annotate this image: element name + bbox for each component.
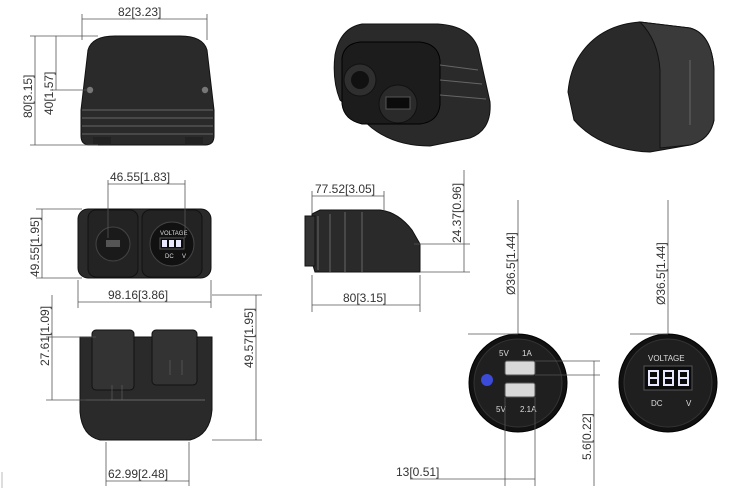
usb-5v-bottom-label: 5V — [496, 405, 506, 414]
dim-bottom-right-height: 49.57[1.95] — [242, 308, 256, 368]
usb-1a-label: 1A — [522, 349, 532, 358]
usb-charger-face: 5V 1A 5V 2.1A Ø36.5[1.44] 5.6[0.22] 13[0… — [396, 200, 600, 486]
front-voltage-label: VOLTAGE — [160, 231, 187, 237]
voltmeter-voltage-label: VOLTAGE — [648, 354, 685, 363]
voltmeter-face: VOLTAGE DC V Ø36.5[1.44] — [618, 200, 718, 433]
bottom-tab — [185, 137, 203, 145]
front-dc-label: DC — [165, 254, 174, 260]
screw-icon — [86, 86, 94, 94]
bottom-view: 27.61[1.09] 49.57[1.95] 62.99[2.48] — [38, 294, 262, 486]
dim-bottom-left-height: 27.61[1.09] — [38, 306, 52, 366]
usb-port-icon — [106, 240, 120, 247]
dim-voltmeter-diameter: Ø36.5[1.44] — [654, 242, 668, 305]
dim-top-width: 82[3.23] — [118, 5, 161, 19]
usb-port-icon — [504, 360, 536, 376]
front-view: VOLTAGE DC V 46.55[1.83] 49.55[1.95] 98.… — [28, 170, 212, 308]
side-view: 77.52[3.05] 24.37[0.96] 80[3.15] — [304, 170, 470, 312]
dim-usb-offset: 13[0.51] — [396, 465, 439, 479]
indicator-led-icon — [481, 374, 493, 386]
dim-side-bottom-length: 80[3.15] — [343, 291, 386, 305]
dim-front-height: 49.55[1.95] — [28, 217, 42, 277]
usb-21a-label: 2.1A — [520, 405, 537, 414]
voltmeter-v-label: V — [686, 399, 692, 408]
front-v-label: V — [182, 254, 186, 260]
dim-usb-gap: 5.6[0.22] — [580, 413, 594, 460]
usb-5v-top-label: 5V — [499, 349, 509, 358]
top-view: 82[3.23] 80[3.15] 40[1.57] — [21, 5, 215, 146]
bottom-tab — [93, 137, 111, 145]
dim-side-top-length: 77.52[3.05] — [315, 182, 375, 196]
dim-usb-diameter: Ø36.5[1.44] — [504, 232, 518, 295]
dim-front-hole-spacing: 46.55[1.83] — [110, 170, 170, 184]
dim-bottom-width: 62.99[2.48] — [108, 467, 168, 481]
voltmeter-dc-label: DC — [651, 399, 663, 408]
dim-top-height-total: 80[3.15] — [21, 75, 35, 118]
isometric-view-back — [567, 21, 715, 153]
screw-icon — [201, 86, 209, 94]
dim-top-height-half: 40[1.57] — [42, 72, 56, 115]
usb-port-icon — [504, 382, 536, 398]
dim-side-height: 24.37[0.96] — [450, 183, 464, 243]
socket-icon — [351, 71, 369, 89]
isometric-view-front — [333, 23, 491, 147]
dim-front-width: 98.16[3.86] — [108, 288, 168, 302]
